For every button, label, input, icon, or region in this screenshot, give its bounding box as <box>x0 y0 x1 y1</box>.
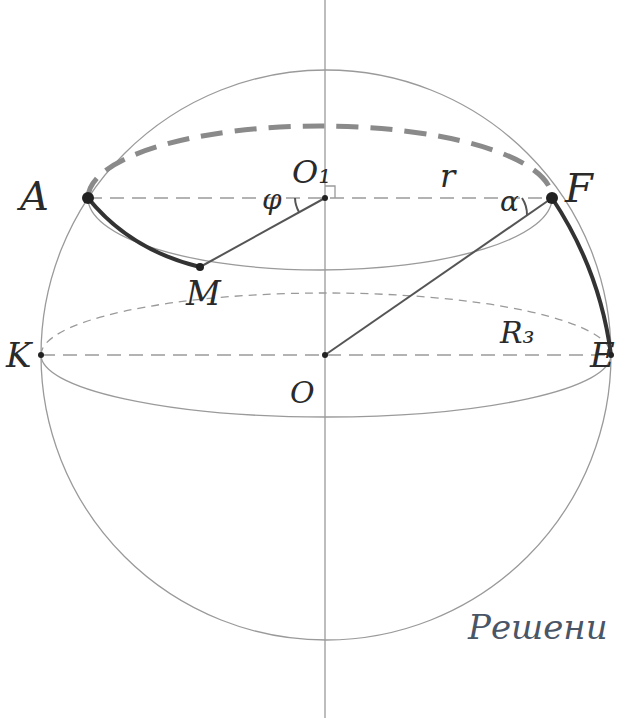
point-o <box>322 352 328 358</box>
arc-f-e <box>552 198 611 355</box>
angle-alpha-arc <box>522 198 527 215</box>
length-label: r <box>440 160 455 192</box>
point-o1 <box>322 195 328 201</box>
point-label: O₁ <box>292 156 331 188</box>
point-label: M <box>186 276 221 310</box>
equator-back <box>41 293 611 355</box>
point-k <box>38 352 44 358</box>
point-label: E <box>590 338 615 372</box>
parallel-front <box>88 198 552 270</box>
sphere-outline <box>41 70 611 640</box>
point-a <box>82 192 94 204</box>
angle-label: α <box>500 188 519 216</box>
point-m <box>196 263 204 271</box>
point-label: A <box>20 176 49 216</box>
point-label: O <box>290 378 315 408</box>
length-label: R₃ <box>500 318 535 348</box>
equator-front <box>41 355 611 417</box>
angle-label: φ <box>262 186 282 214</box>
arc-a-m <box>88 198 200 267</box>
note-text: Решени <box>468 610 608 644</box>
parallel-diameter <box>88 197 552 198</box>
axis-line <box>324 0 325 718</box>
point-label: K <box>6 338 31 372</box>
point-label: F <box>565 168 593 208</box>
point-f <box>546 192 558 204</box>
angle-phi-arc <box>295 198 299 212</box>
radius-o-f <box>325 198 552 355</box>
parallel-back <box>88 126 552 198</box>
